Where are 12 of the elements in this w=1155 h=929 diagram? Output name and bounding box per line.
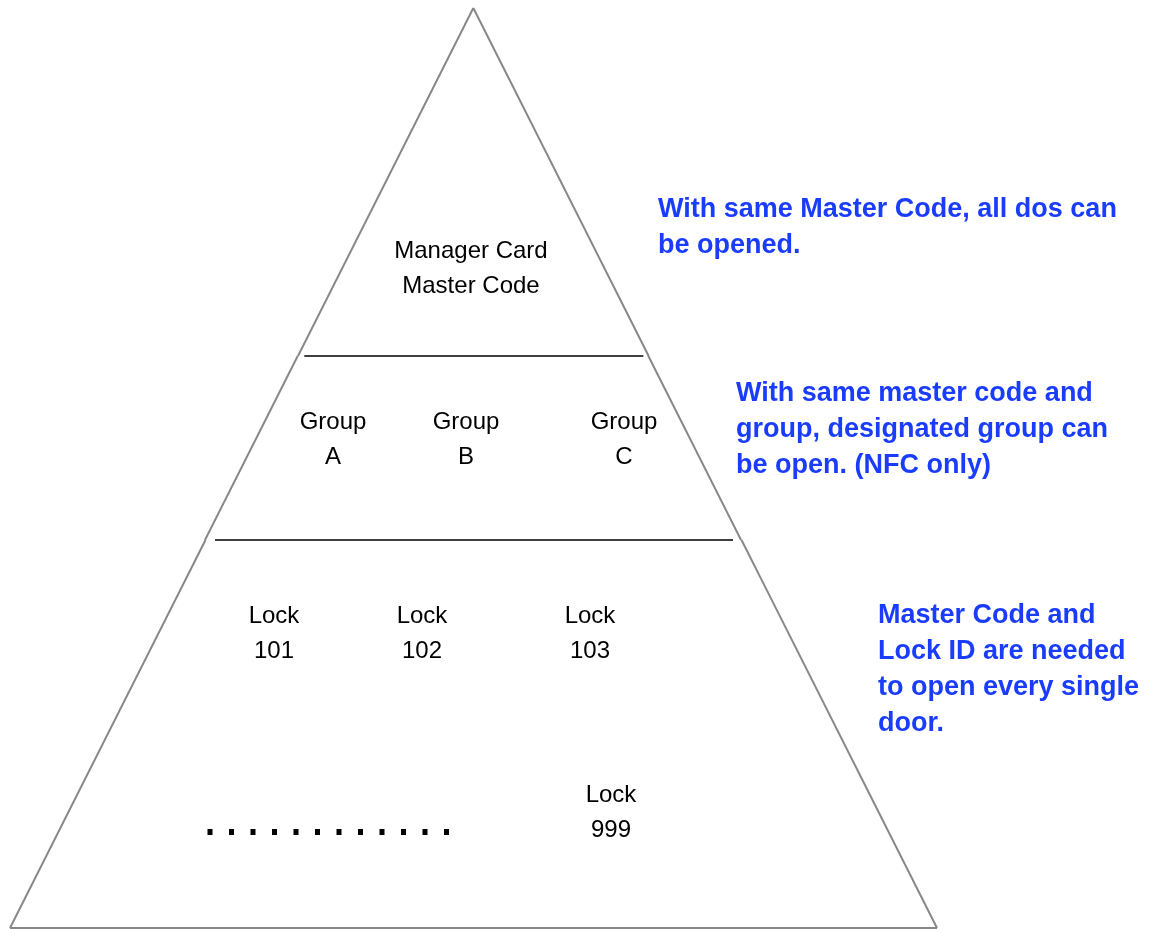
pyramid-top-tier — [297, 8, 649, 356]
tier-label: Lock 999 — [585, 779, 637, 844]
tier-description: With same master code and group, designated group can be open. (NFC only) — [736, 376, 1109, 481]
tier-label: Group C — [590, 406, 658, 471]
tier-description: With same Master Code, all dos can be opened. — [658, 192, 1118, 261]
tier-description: Master Code and Lock ID are needed to open every single door. — [878, 598, 1141, 739]
tier-label: Lock 103 — [564, 600, 616, 665]
tier-label: Manager Card Master Code — [393, 235, 549, 300]
tier-label: Group B — [432, 406, 500, 471]
tier-label: Group A — [299, 406, 367, 471]
tier-label: Lock 101 — [248, 600, 300, 665]
tier-label: Lock 102 — [396, 600, 448, 665]
